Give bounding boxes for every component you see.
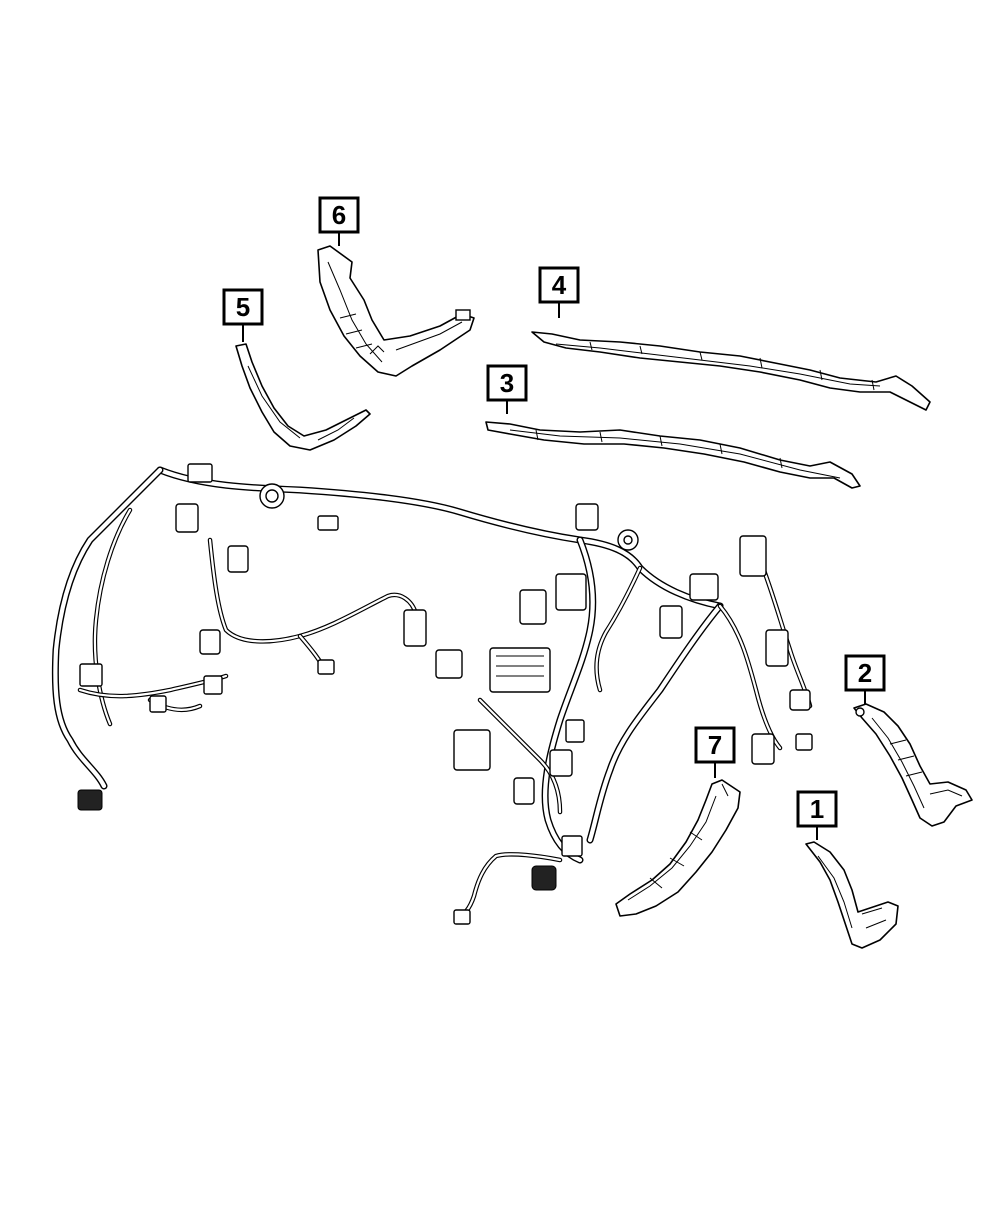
callout-3: 3 <box>486 364 528 414</box>
callout-1: 1 <box>796 790 838 840</box>
part-6-bracket <box>317 245 475 377</box>
callout-4-label: 4 <box>552 270 567 300</box>
callout-2: 2 <box>844 654 886 704</box>
part-1-bracket <box>805 841 899 949</box>
callout-6-label: 6 <box>332 200 346 230</box>
part-3-trim <box>485 421 861 489</box>
part-7-bracket <box>615 779 741 917</box>
callout-3-label: 3 <box>500 368 514 398</box>
callout-2-label: 2 <box>858 658 872 688</box>
wiring-harness <box>51 463 813 925</box>
callout-4: 4 <box>538 266 580 318</box>
callout-7-label: 7 <box>708 730 722 760</box>
callout-7: 7 <box>694 726 736 778</box>
part-2-bracket <box>853 703 973 827</box>
callout-5: 5 <box>222 288 264 342</box>
callout-6: 6 <box>318 196 360 246</box>
part-4-trim <box>531 331 931 411</box>
part-5-bracket <box>235 343 371 451</box>
callout-1-label: 1 <box>810 794 824 824</box>
callout-5-label: 5 <box>236 292 250 322</box>
